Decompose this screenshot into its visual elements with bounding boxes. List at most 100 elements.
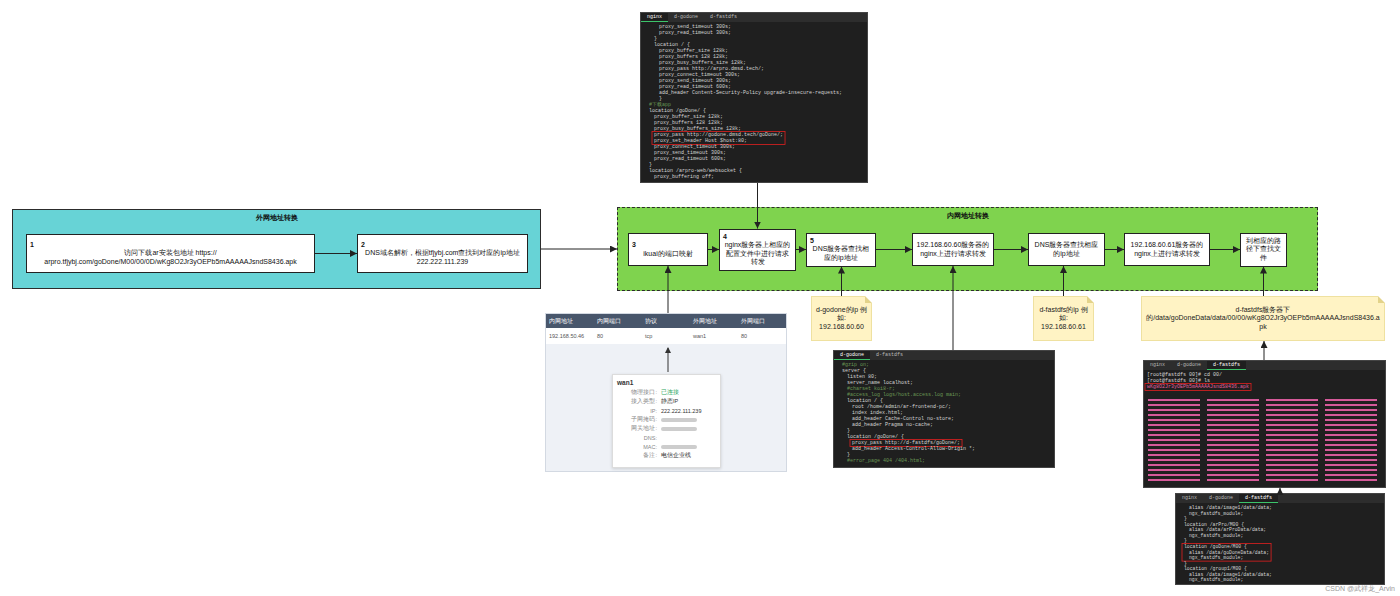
box-content: 1访问下载ar安装包地址 https:// arpro.tfjybj.com/g… xyxy=(30,241,311,266)
box-content: d-godone的ip 例如: 192.168.60.60 xyxy=(816,306,867,331)
table-cell: wan1 xyxy=(690,328,738,344)
column-header: 内网地址 xyxy=(546,314,594,328)
step-text: DNS服务器查找相应的ip地址 xyxy=(1032,241,1101,258)
code-line: alias /data/arProData/data; xyxy=(1189,527,1266,533)
step-number: 4 xyxy=(723,233,792,241)
editor-tab: nginx xyxy=(1176,494,1203,503)
field-label: 接入类型: xyxy=(617,398,657,405)
code-line: proxy_connect_timeout 300s; xyxy=(659,72,740,78)
code-line: add_header Content-Security-Policy upgra… xyxy=(659,90,842,96)
region-title: 外网地址转换 xyxy=(13,210,540,222)
code-line: ngx_fastdfs_module; xyxy=(1189,577,1243,583)
step-text: DNS服务器查找相应的ip地址 xyxy=(810,245,872,262)
code-area: #gzip on;server {listen 80;server_name l… xyxy=(834,360,1054,464)
box-content: DNS服务器查找相应的ip地址 xyxy=(1032,241,1101,258)
code-line: } xyxy=(1184,561,1187,567)
process-box: DNS服务器查找相应的ip地址 xyxy=(1028,233,1105,266)
config-screenshot: d-godoned-fastdfs#gzip on;server {listen… xyxy=(833,350,1055,468)
code-line: add_header Access-Control-Allow-Origin *… xyxy=(852,446,975,452)
field-label: 子网掩码: xyxy=(617,416,657,423)
code-line: proxy_pass http://arpro.dmsd.tech/; xyxy=(659,66,764,72)
field-label: MAC: xyxy=(617,444,657,450)
code-line: } xyxy=(847,452,850,458)
process-box: 到相应的路径下查找文件 xyxy=(1240,233,1287,267)
field-value: 电信企业线 xyxy=(661,452,691,459)
process-box: 192.168.60.61服务器的nginx上进行请求转发 xyxy=(1124,233,1210,266)
blurred-value xyxy=(661,445,697,449)
step-text: 访问下载ar安装包地址 https:// arpro.tfjybj.com/go… xyxy=(30,249,311,266)
flow-arrow xyxy=(1263,267,1264,297)
step-number: 2 xyxy=(361,241,524,249)
field-row: 接入类型:静态IP xyxy=(617,397,716,406)
code-line: add_header Cache-Control no-store; xyxy=(852,416,954,422)
code-line: proxy_busy_buffers_size 128k; xyxy=(659,60,746,66)
flow-arrow xyxy=(1264,341,1265,360)
code-line: alias /data/image1/data/data; xyxy=(1189,505,1272,511)
box-content: d-fastdfs服务器下的/data/goDoneData/data/00/0… xyxy=(1146,306,1380,331)
table-cell: tcp xyxy=(642,328,690,344)
flow-arrow xyxy=(1280,488,1281,493)
blurred-value xyxy=(661,418,697,422)
editor-tab: d-godone xyxy=(668,13,704,22)
code-line: proxy_read_timeout 600s; xyxy=(659,84,731,90)
field-row: MAC: xyxy=(617,442,716,451)
editor-tab: d-fastdfs xyxy=(870,351,909,360)
table-header: 内网地址内网端口协议外网地址外网端口 xyxy=(546,314,786,328)
code-line: ngx_fastdfs_module; xyxy=(1189,511,1243,517)
field-row: 物理接口:已连接 xyxy=(617,388,716,397)
field-label: DNS: xyxy=(617,435,657,441)
flow-arrow xyxy=(1105,249,1124,250)
process-box: 1访问下载ar安装包地址 https:// arpro.tfjybj.com/g… xyxy=(26,234,315,273)
code-line: location /goDone/M00 { xyxy=(1184,544,1247,550)
code-line: } xyxy=(649,162,652,168)
note-text: d-godone的ip 例如: 192.168.60.60 xyxy=(816,306,867,331)
code-area: alias /data/image1/data/data;ngx_fastdfs… xyxy=(1176,503,1384,583)
code-line: [root@fastdfs 00]# cd 00/ xyxy=(1147,372,1222,378)
code-line: #access_log logs/host.access.log main; xyxy=(847,392,961,398)
code-line: listen 80; xyxy=(847,374,877,380)
field-label: IP: xyxy=(617,408,657,414)
router-screenshot: 内网地址内网端口协议外网地址外网端口192.168.50.4680tcpwan1… xyxy=(545,313,787,472)
code-line: ngx_fastdfs_module; xyxy=(1189,533,1243,539)
code-area: proxy_send_timeout 300s;proxy_read_timeo… xyxy=(641,22,867,180)
editor-tab: nginx xyxy=(1144,361,1171,370)
field-label: 网关地址: xyxy=(617,425,657,432)
box-content: 192.168.60.60服务器的nginx上进行请求转发 xyxy=(916,241,990,258)
box-content: 3ikuai的端口映射 xyxy=(632,241,704,258)
config-screenshot: nginxd-godoned-fastdfsproxy_send_timeout… xyxy=(640,12,868,183)
wan-popup: wan1物理接口:已连接接入类型:静态IPIP:222.222.111.239子… xyxy=(612,374,721,468)
code-line: location /goDone/ { xyxy=(649,108,706,114)
code-line: server { xyxy=(842,368,866,374)
code-line: proxy_buffer_size 128k; xyxy=(654,114,723,120)
tab-bar: nginxd-godoned-fastdfs xyxy=(641,13,867,22)
table-cell: 80 xyxy=(594,328,642,344)
table-row: 192.168.50.4680tcpwan180 xyxy=(546,328,786,344)
editor-tab: nginx xyxy=(641,13,668,22)
process-box: 3ikuai的端口映射 xyxy=(628,233,708,266)
editor-tab: d-fastdfs xyxy=(704,13,743,22)
step-number: 5 xyxy=(810,237,872,245)
field-label: 物理接口: xyxy=(617,389,657,396)
highlight-box xyxy=(1145,384,1251,391)
code-line: } xyxy=(1184,516,1187,522)
sticky-note: d-fastdfs服务器下的/data/goDoneData/data/00/0… xyxy=(1141,296,1385,341)
editor-tab: d-godone xyxy=(1203,494,1239,503)
column-header: 协议 xyxy=(642,314,690,328)
code-line: } xyxy=(659,96,662,102)
step-text: 到相应的路径下查找文件 xyxy=(1244,237,1283,262)
code-line: location /group1/M00 { xyxy=(1184,566,1247,572)
note-text: d-fastdfs服务器下的/data/goDoneData/data/00/0… xyxy=(1146,306,1380,331)
code-line: proxy_send_timeout 300s; xyxy=(659,78,731,84)
step-text: 192.168.60.60服务器的nginx上进行请求转发 xyxy=(916,241,990,258)
code-line: ngx_fastdfs_module; xyxy=(1189,555,1243,561)
process-box: 5DNS服务器查找相应的ip地址 xyxy=(806,233,876,267)
flow-arrow xyxy=(541,249,617,250)
code-line: proxy_read_timeout 600s; xyxy=(654,156,726,162)
column-header: 外网地址 xyxy=(690,314,738,328)
field-row: 网关地址: xyxy=(617,424,716,433)
code-line: proxy_busy_buffers_size 128k; xyxy=(654,126,741,132)
blurred-value xyxy=(661,427,697,431)
process-box: 4nginx服务器上相应的配置文件中进行请求转发 xyxy=(719,229,796,271)
highlight-box xyxy=(652,132,785,145)
tab-bar: nginxd-godoned-fastdfs xyxy=(1176,494,1384,503)
